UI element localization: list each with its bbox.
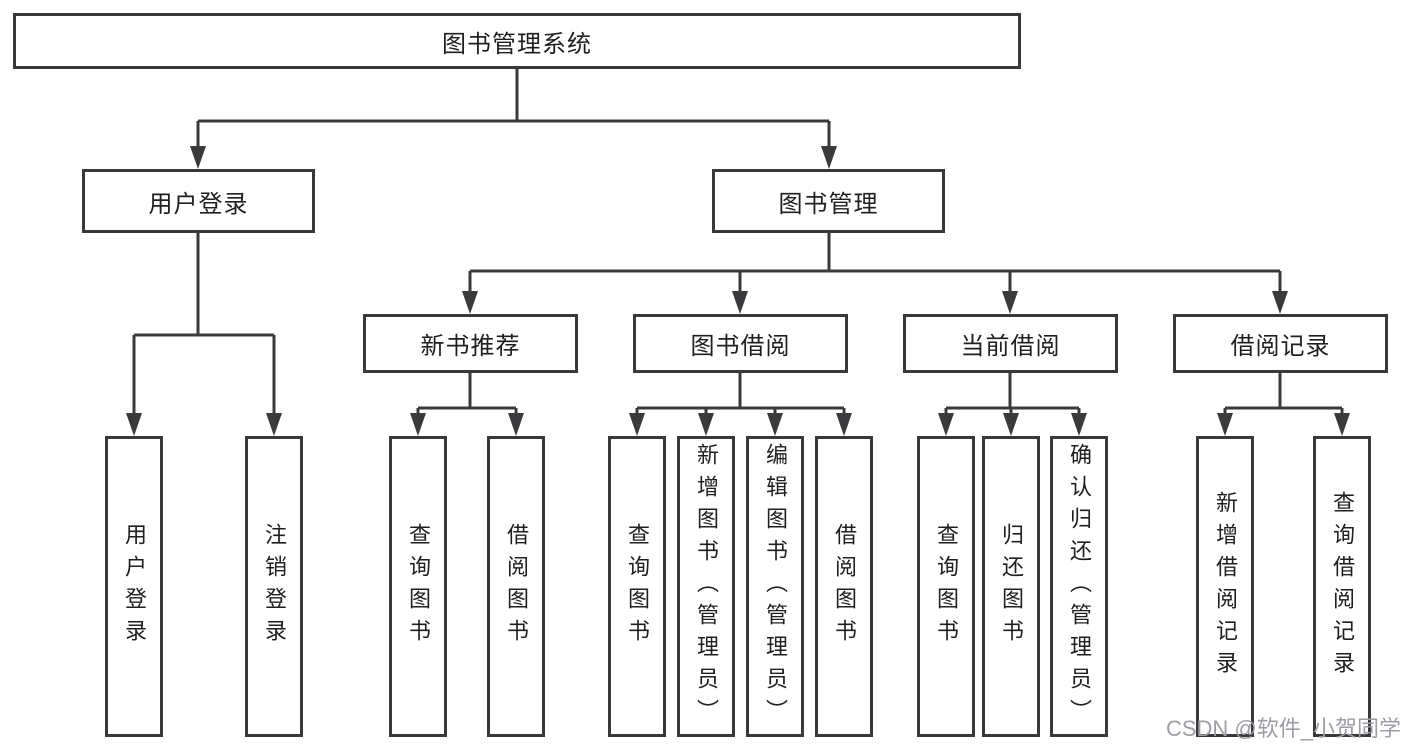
leaf-borrow-book-1-label: 借阅图书 bbox=[504, 522, 529, 651]
leaf-query-book-1-label: 查询图书 bbox=[406, 522, 431, 651]
leaf-query-record: 查询借阅记录 bbox=[1313, 436, 1371, 737]
leaf-add-book-label: 新增图书（管理员） bbox=[694, 442, 719, 731]
leaf-borrow-book-2-label: 借阅图书 bbox=[832, 522, 857, 651]
leaf-query-book-2: 查询图书 bbox=[608, 436, 666, 737]
node-new-book-rec: 新书推荐 bbox=[363, 314, 578, 373]
leaf-return-book: 归还图书 bbox=[982, 436, 1040, 737]
watermark: CSDN @软件_小贺同学 bbox=[1165, 716, 1401, 741]
leaf-return-book-label: 归还图书 bbox=[999, 522, 1024, 651]
leaf-borrow-book-2: 借阅图书 bbox=[815, 436, 873, 737]
leaf-add-record: 新增借阅记录 bbox=[1196, 436, 1254, 737]
leaf-user-login: 用户登录 bbox=[105, 436, 163, 737]
node-new-book-rec-label: 新书推荐 bbox=[420, 333, 521, 360]
leaf-query-book-2-label: 查询图书 bbox=[625, 522, 650, 651]
arrowhead-icons bbox=[126, 146, 1350, 436]
leaf-borrow-book-1: 借阅图书 bbox=[487, 436, 545, 737]
leaf-query-record-label: 查询借阅记录 bbox=[1330, 490, 1355, 683]
node-borrow-record: 借阅记录 bbox=[1173, 314, 1388, 373]
node-user-login: 用户登录 bbox=[82, 169, 315, 233]
leaf-user-login-label: 用户登录 bbox=[122, 522, 147, 651]
node-borrow-record-label: 借阅记录 bbox=[1230, 333, 1331, 360]
node-current-borrow-label: 当前借阅 bbox=[960, 333, 1061, 360]
node-book-mgmt-label: 图书管理 bbox=[778, 190, 879, 218]
connector-rails bbox=[132, 69, 1344, 420]
node-root-label: 图书管理系统 bbox=[442, 30, 592, 58]
node-root: 图书管理系统 bbox=[13, 13, 1021, 69]
leaf-edit-book-label: 编辑图书（管理员） bbox=[763, 442, 788, 731]
node-book-borrow: 图书借阅 bbox=[633, 314, 848, 373]
node-book-borrow-label: 图书借阅 bbox=[690, 333, 791, 360]
node-current-borrow: 当前借阅 bbox=[903, 314, 1118, 373]
leaf-logout: 注销登录 bbox=[245, 436, 303, 737]
leaf-query-book-3-label: 查询图书 bbox=[934, 522, 959, 651]
leaf-query-book-3: 查询图书 bbox=[917, 436, 975, 737]
node-book-mgmt: 图书管理 bbox=[712, 169, 945, 233]
node-user-login-label: 用户登录 bbox=[148, 190, 249, 218]
leaf-query-book-1: 查询图书 bbox=[389, 436, 447, 737]
leaf-logout-label: 注销登录 bbox=[262, 522, 287, 651]
leaf-add-book: 新增图书（管理员） bbox=[677, 436, 735, 737]
leaf-confirm-return: 确认归还（管理员） bbox=[1050, 436, 1108, 737]
leaf-confirm-return-label: 确认归还（管理员） bbox=[1067, 442, 1092, 731]
leaf-edit-book: 编辑图书（管理员） bbox=[746, 436, 804, 737]
leaf-add-record-label: 新增借阅记录 bbox=[1213, 490, 1238, 683]
